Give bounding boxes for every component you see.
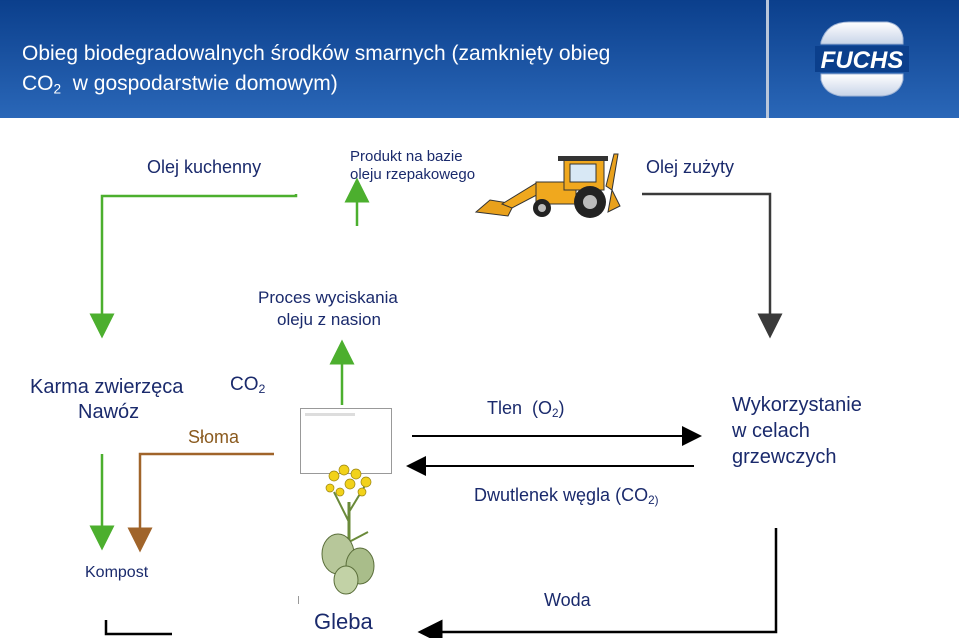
co2-label: CO2 [230, 374, 266, 397]
title-banner: Obieg biodegradowalnych środków smarnych… [0, 0, 766, 118]
title-line-1: Obieg biodegradowalnych środków smarnych… [22, 42, 611, 65]
fuchs-logo-icon: FUCHS [815, 21, 909, 97]
oxygen-label: Tlen (O2) [487, 398, 565, 420]
feed-label: Karma zwierzęca [30, 376, 184, 398]
soil-label: Gleba [314, 609, 373, 634]
product-label-line2: oleju rzepakowego [350, 166, 476, 183]
logo-panel: FUCHS [769, 0, 959, 118]
heating-label-line3: grzewczych [732, 446, 837, 468]
straw-label: Słoma [188, 427, 240, 447]
co2-long-label: Dwutlenek węgla (CO2) [474, 485, 659, 507]
green-loop-arrow [89, 194, 298, 339]
heating-label-line1: Wykorzystanie [732, 394, 862, 416]
header-divider [766, 0, 769, 118]
svg-text:FUCHS: FUCHS [821, 47, 904, 74]
heating-return-arrow [417, 528, 778, 638]
used-oil-arrow [642, 192, 783, 339]
straw-arrow [127, 452, 274, 553]
fertilizer-label: Nawóz [78, 401, 140, 423]
product-label-line1: Produkt na bazie [350, 148, 463, 165]
compost-label: Kompost [85, 564, 149, 581]
kitchen-oil-label: Olej kuchenny [147, 157, 262, 177]
heating-label-line2: w celach [732, 420, 810, 442]
used-oil-label: Olej zużyty [646, 157, 735, 177]
pressing-label-line2: oleju z nasion [277, 310, 381, 329]
compost-line [104, 620, 172, 636]
backhoe-tractor-icon [474, 153, 621, 218]
small-divider-mark [298, 596, 299, 604]
title-line-2: CO2 w gospodarstwie domowym) [22, 72, 338, 97]
water-label: Woda [544, 590, 591, 610]
rapeseed-plant-icon [321, 464, 375, 595]
pressing-label-line1: Proces wyciskania [258, 288, 398, 307]
